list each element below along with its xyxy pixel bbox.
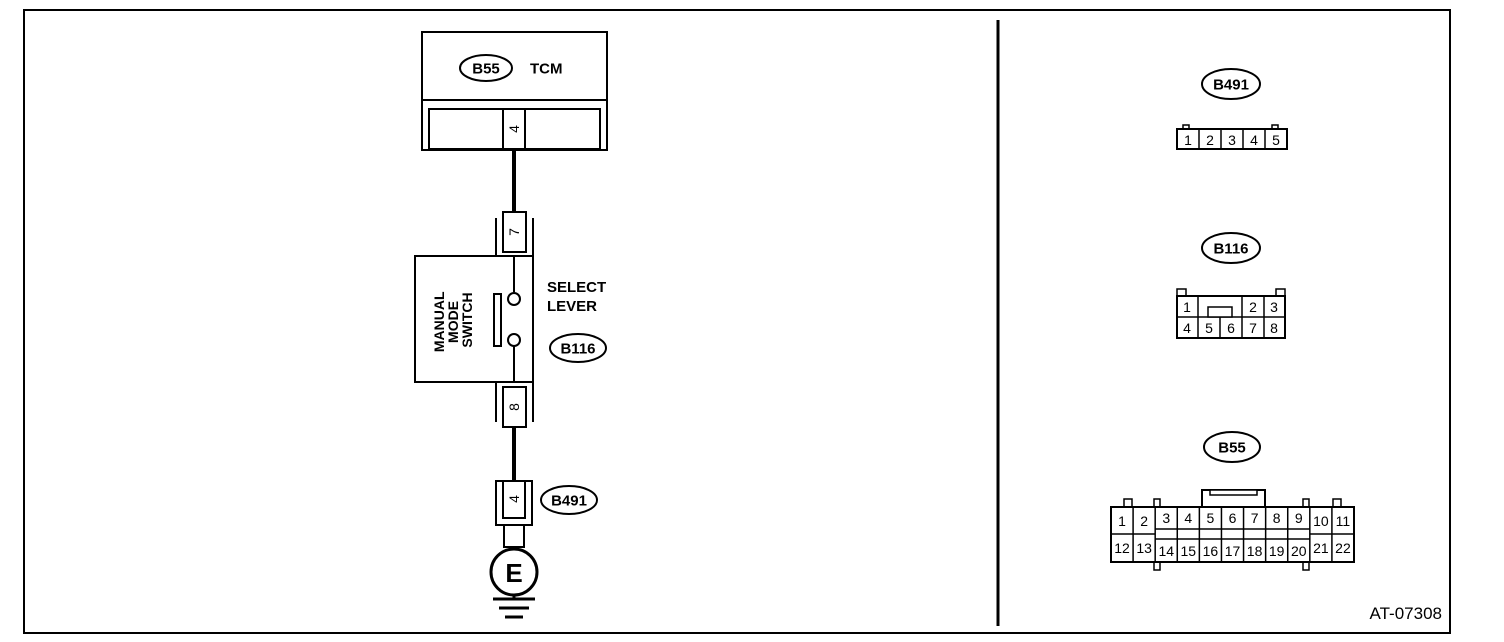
b55-pin-9: 9: [1295, 510, 1303, 526]
b116-pin-5: 5: [1205, 320, 1213, 336]
b491-pin-1: 1: [1184, 132, 1192, 148]
b116-badge: [1201, 232, 1261, 264]
b55-pin-12: 12: [1114, 540, 1130, 556]
b55-pin-5: 5: [1207, 510, 1215, 526]
b55-pin-14: 14: [1158, 543, 1174, 559]
switch-connector-label: B116: [560, 341, 595, 358]
b55-pin-16: 16: [1203, 543, 1219, 559]
figure-id: AT-07308: [1370, 604, 1442, 623]
diagram-frame: [23, 9, 1451, 634]
b116-pin-7: 7: [1249, 320, 1257, 336]
b55-pin-11: 11: [1336, 513, 1351, 529]
b55-pin-1: 1: [1118, 513, 1126, 529]
b55-badge-label: B55: [1218, 440, 1246, 457]
ground-connector-label: B491: [551, 493, 587, 510]
b55-pin-4: 4: [1184, 510, 1192, 526]
switch-title: MANUAL MODE SWITCH: [431, 288, 475, 352]
b55-pin-3: 3: [1162, 510, 1170, 526]
b55-pin-19: 19: [1269, 543, 1285, 559]
b55-pin-17: 17: [1225, 543, 1241, 559]
b116-pin-3: 3: [1270, 299, 1278, 315]
b55-pin-20: 20: [1291, 543, 1307, 559]
ground-symbol-label: E: [505, 558, 522, 588]
b116-pin-8: 8: [1270, 320, 1278, 336]
tcm-connector-label: B55: [472, 61, 500, 78]
b491-pin-3: 3: [1228, 132, 1236, 148]
b116-pin-6: 6: [1227, 320, 1235, 336]
b116-pin-4: 4: [1183, 320, 1191, 336]
b55-pin-6: 6: [1229, 510, 1237, 526]
b55-pin-7: 7: [1251, 510, 1259, 526]
b55-pin-15: 15: [1181, 543, 1197, 559]
b55-pin-8: 8: [1273, 510, 1281, 526]
tcm-connector-badge: [459, 54, 513, 82]
tcm-pin-4: 4: [506, 125, 522, 133]
b55-pin-2: 2: [1140, 513, 1148, 529]
b491-pin-2: 2: [1206, 132, 1214, 148]
b491-pin-5: 5: [1272, 132, 1280, 148]
b491-badge-label: B491: [1213, 77, 1249, 94]
b116-pin-2: 2: [1249, 299, 1257, 315]
b491-pin-4: 4: [1250, 132, 1258, 148]
b55-pin-13: 13: [1136, 540, 1152, 556]
b55-pin-10: 10: [1313, 513, 1329, 529]
b55-pin-21: 21: [1313, 540, 1329, 556]
b116-connector-view: B116 1 2 3 4 5 6 7 8: [1176, 232, 1286, 339]
manual-mode-switch: 7 MANUAL MODE SWITCH SELECT LEVER B116 8: [414, 211, 610, 428]
ground-connector: 4 B491: [495, 480, 598, 548]
switch-connector-badge: [549, 333, 607, 363]
b55-badge: [1203, 431, 1261, 463]
tcm-label: TCM: [530, 61, 563, 78]
ground-pin-4: 4: [506, 495, 522, 503]
select-lever-label: SELECT LEVER: [547, 279, 610, 315]
b55-pin-22: 22: [1335, 540, 1351, 556]
tcm-unit: 4 B55 TCM: [421, 31, 608, 151]
b116-badge-label: B116: [1213, 241, 1248, 258]
switch-pin-7: 7: [506, 228, 522, 236]
ground-symbol: E: [489, 547, 539, 619]
b55-pin-18: 18: [1247, 543, 1263, 559]
b491-badge: [1201, 68, 1261, 100]
b116-pin-1: 1: [1183, 299, 1191, 315]
switch-pin-8: 8: [506, 403, 522, 411]
ground-connector-badge: [540, 485, 598, 515]
